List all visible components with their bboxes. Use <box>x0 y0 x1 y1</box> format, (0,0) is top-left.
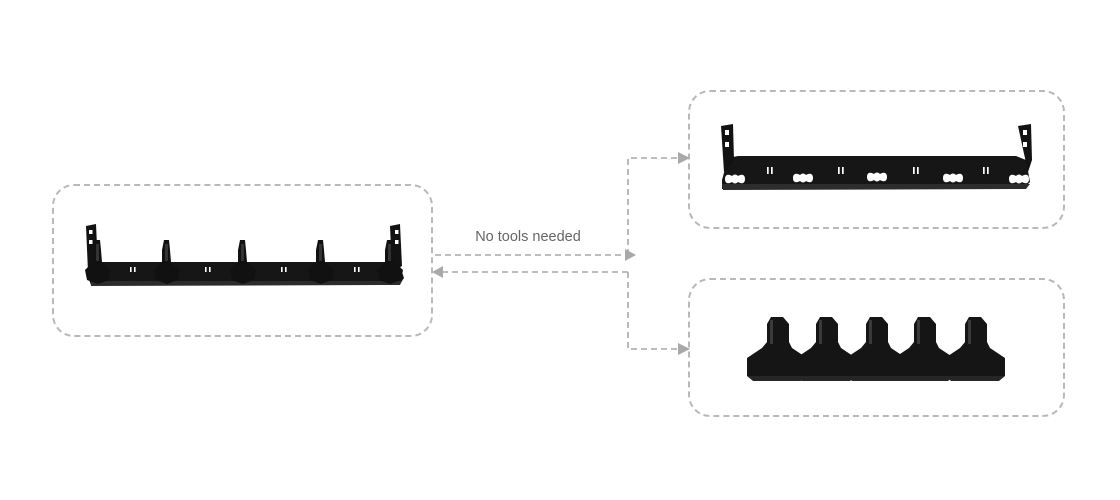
bar-without-rings <box>721 124 1032 190</box>
assembled-cable-manager <box>85 224 404 286</box>
connector-arrows <box>435 157 680 350</box>
assembled-manager-frame <box>52 184 433 337</box>
detached-rings <box>747 317 1005 381</box>
bar-only-frame <box>688 90 1065 229</box>
arrowheads <box>432 152 690 355</box>
no-tools-caption: No tools needed <box>475 229 581 245</box>
rings-only-frame <box>688 278 1065 417</box>
